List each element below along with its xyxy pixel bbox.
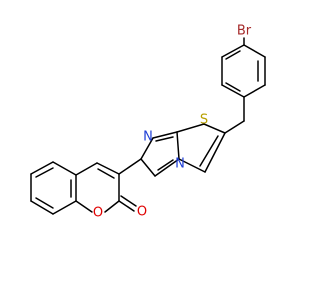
ring-oxygen-label: O (93, 206, 103, 221)
thiazole-ring (176, 123, 226, 173)
methylene-linker (224, 96, 245, 134)
carbonyl-oxygen-label: O (137, 205, 147, 220)
bromine-atom-label: Br (237, 24, 252, 39)
sulfur-atom-label: S (200, 113, 208, 128)
bridgehead-nitrogen-label: N (175, 157, 185, 172)
bromophenyl-ring (221, 44, 266, 98)
carbonyl-bond (118, 195, 137, 212)
imidazole-ring (140, 131, 180, 177)
benzo-ring (30, 161, 77, 215)
molecule-structure: Br S N N O O (30, 24, 266, 221)
bond-imidazole-coumarin (118, 158, 142, 175)
imine-nitrogen-label: N (143, 130, 153, 145)
pyranone-ring (75, 162, 120, 213)
